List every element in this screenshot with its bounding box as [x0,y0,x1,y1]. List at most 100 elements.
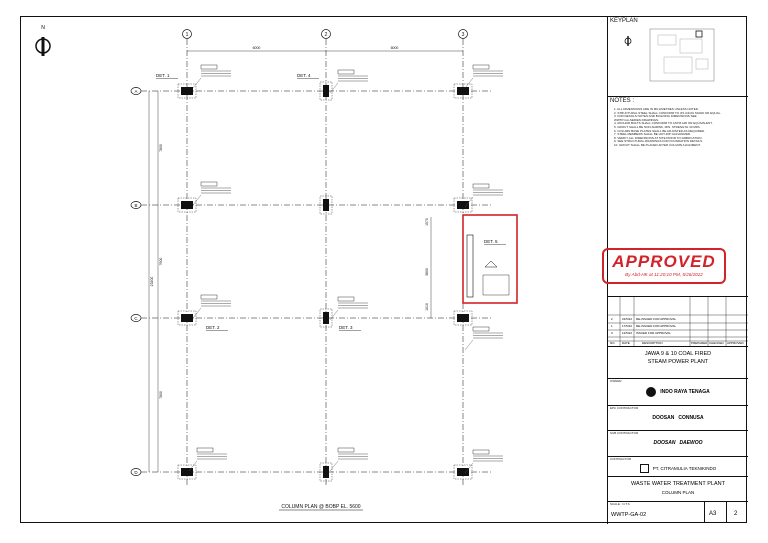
approved-text: APPROVED [612,252,716,271]
note-item: 7. STEEL MEMBERS SHALL BE HOT-DIP GALVAN… [614,132,691,137]
column-base-outline [319,462,333,482]
dimension-text: 1570 [425,218,429,226]
revision-date: 17/5/22 [622,324,633,328]
revision-header: NO. DATE DESCRIPTION PREPARED CHECKED AP… [608,341,748,346]
approved-stamp: APPROVED By Abd-HK at 11:20:10 PM, 5/26/… [602,248,726,284]
project-panel: JAWA 9 & 10 COAL FIRED STEAM POWER PLANT [608,347,748,379]
callout-tag [337,296,355,302]
owner-name: INDO RAYA TENAGA [660,389,710,395]
contractor-logo: PT. CITRAMULIA TEKNIKINDO [608,464,748,473]
detail-label: DET. 1 [156,73,170,78]
grid-bubble-col [321,29,331,39]
column [323,199,329,211]
column [181,468,193,476]
scale: SCALE : N.T.S [610,502,630,506]
column [457,468,469,476]
callout-leader [464,77,474,89]
grid-bubble-row [130,87,142,95]
dimension-text: 7800 [159,391,163,399]
owner-logo: INDO RAYA TENAGA [608,387,748,397]
keyplan-panel: KEYPLAN [608,17,748,97]
revision-date: 22/5/22 [622,317,633,321]
grid-label-row: C [134,316,138,321]
grid-label-col: 2 [325,32,328,38]
north-arrow-icon: N [35,25,51,56]
epc-panel: EPC CONTRACTOR DOOSAN CONNUSA [608,406,748,431]
rev-header-no: NO. [610,341,616,345]
callout-leader [329,82,339,94]
note-item: 4. ANCHOR BOLTS SHALL CONFORM TO ASTM A3… [614,121,713,126]
column [457,314,469,322]
detail-marker-icon [484,260,498,268]
dimension-text: 1010 [425,303,429,311]
plan-title: COLUMN PLAN @ BOBP EL. 5600 [281,504,360,510]
sub-logos: DOOSAN DAEWOO [608,440,748,446]
callout-tag [472,449,490,455]
notes-panel: NOTES : 1. ALL DIMENSIONS ARE IN MILLIME… [608,97,748,297]
revision-date: 12/5/22 [622,331,633,335]
sub-panel: SUB CONTRACTOR DOOSAN DAEWOO [608,431,748,457]
note-item: 6. COLUMN BASE PLATES SHALL BE ADJUSTED … [614,128,706,133]
divider [704,502,705,523]
drawing-number: WWTP-GA-02 [611,512,647,518]
revision-rev: 1 [611,324,613,328]
column-base-outline [319,308,333,328]
callout-tag [472,64,490,70]
callout-tag [200,294,218,300]
dimension-text: 3800 [425,268,429,276]
column [323,312,329,324]
column-base-outline [453,83,473,99]
column-base-outline [177,310,197,326]
dimension-text: 6000 [253,46,261,50]
notes-title: NOTES : [610,98,635,104]
contractor-panel: CONTRACTOR PT. CITRAMULIA TEKNIKINDO [608,457,748,477]
callout-leader [188,460,198,472]
dimension-text: 7800 [159,144,163,152]
keyplan-title: KEYPLAN [610,18,638,24]
note-item: 10. GROUT SHALL BE PLACED AFTER COLUMN A… [614,142,701,147]
note-item: 8. VERIFY ALL DIMENSIONS AT SITE PRIOR T… [614,135,703,140]
owner-panel: OWNER INDO RAYA TENAGA [608,379,748,406]
callout-leader [329,460,339,472]
column-base-outline [319,81,333,101]
epc-logos: DOOSAN CONNUSA [608,415,748,421]
detail-callout-box [482,274,510,296]
drawing-title-1: WASTE WATER TREATMENT PLANT [631,481,725,487]
grid-label-row: A [134,89,137,94]
revision-grid [608,297,748,347]
column-base-outline [177,464,197,480]
drawing-number-panel: SCALE : N.T.S WWTP-GA-02 A3 2 [608,502,748,523]
owner-label: OWNER [610,379,622,383]
callout-tag [337,447,355,453]
column [181,314,193,322]
detail-label: DET. 5 [484,239,498,244]
dimension-text: 23200 [150,277,154,287]
callout-leader [464,339,474,351]
contractor-logo-icon [639,464,649,473]
rev-header-prepared: PREPARED [691,341,708,345]
epc-name-1: DOOSAN [652,415,675,421]
contractor-label: CONTRACTOR [610,457,632,461]
column-base-outline [453,197,473,213]
drawing-title-2: COLUMN PLAN [661,490,695,495]
owner-logo-icon [646,387,657,397]
callout-tag [196,447,214,453]
dimension-text: 7600 [159,258,163,266]
callout-leader [464,196,474,208]
project-line-2: STEAM POWER PLANT [647,359,709,365]
rev-header-approved: APPROVED [727,341,744,345]
sub-label: SUB CONTRACTOR [610,431,639,435]
column [323,466,329,478]
note-item: 9. SEE STRUCTURAL DRAWINGS FOR FOUNDATIO… [614,139,704,144]
column [457,201,469,209]
revision-number: 2 [734,511,738,517]
column-base-outline [177,83,197,99]
revision-desc: ISSUED FOR APPROVAL [636,331,671,335]
note-item: 5. GROUT SHALL BE NON-SHRINK, MIN. STREN… [614,124,701,129]
callout-leader [192,77,202,89]
title-block: KEYPLAN NOTES : 1. ALL DIMENSIONS ARE IN… [607,17,748,524]
detail-column-section [466,234,474,298]
